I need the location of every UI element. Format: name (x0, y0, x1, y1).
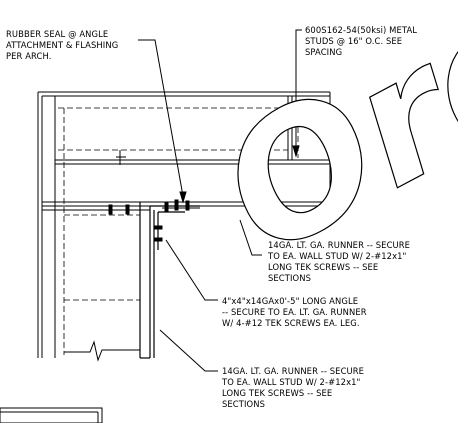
note-angle: 4"x4"x14GAx0'-5" LONG ANGLE -- SECURE TO… (222, 296, 369, 328)
tek-screws (108, 199, 200, 242)
note-rubber-seal: RUBBER SEAL @ ANGLE ATTACHMENT & FLASHIN… (6, 29, 121, 61)
note-runner-lower: 14GA. LT. GA. RUNNER -- SECURE TO EA. WA… (221, 366, 367, 409)
note-metal-studs: 600S162-54(50ksi) METAL STUDS @ 16" O.C.… (305, 25, 420, 57)
note-runner-upper: 14GA. LT. GA. RUNNER -- SECURE TO EA. WA… (267, 240, 413, 283)
angle-assembly (139, 202, 200, 359)
break-line (64, 340, 140, 362)
leader-lines (138, 29, 302, 372)
hidden-stud-lines (58, 100, 299, 355)
upper-studs (55, 96, 330, 165)
title-block-fragment (0, 407, 103, 423)
wall-frame (37, 91, 331, 358)
